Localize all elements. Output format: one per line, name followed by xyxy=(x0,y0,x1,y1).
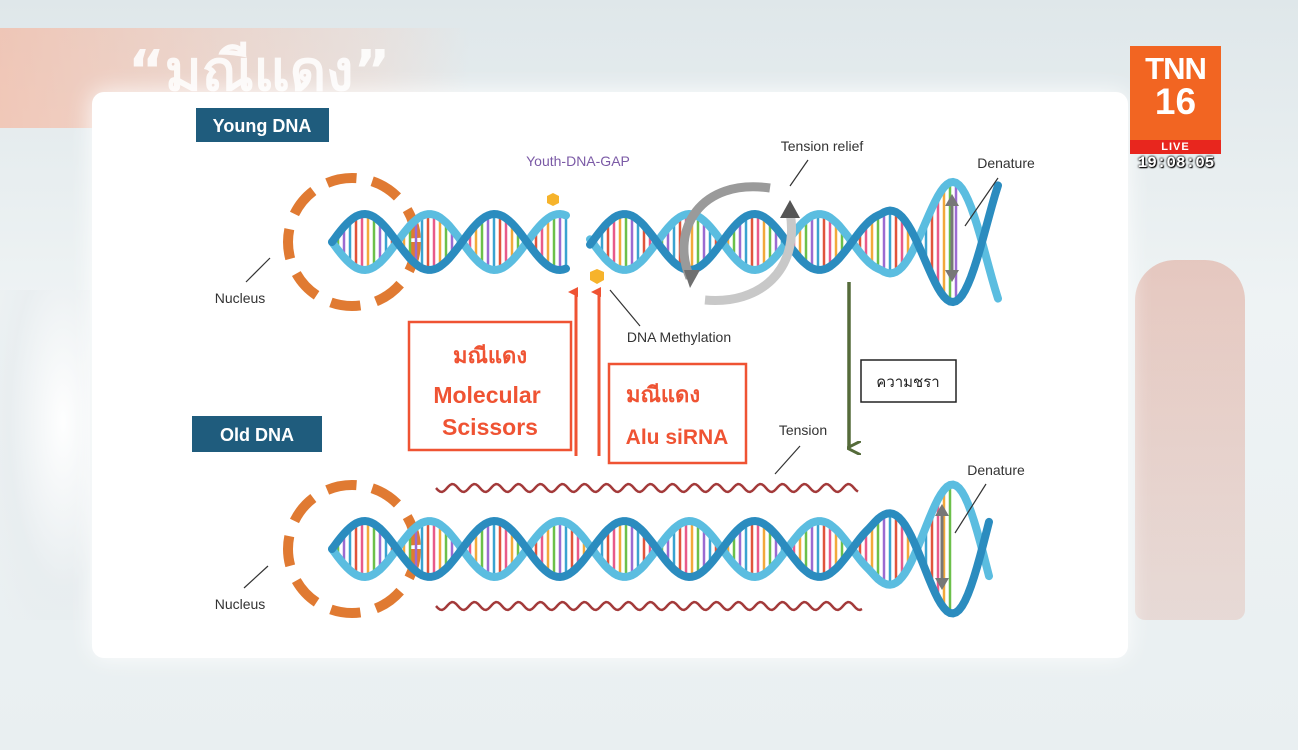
methylation-hexagon-bottom xyxy=(590,269,604,284)
scissors-box-line3: Scissors xyxy=(442,414,538,440)
scissors-box-thai: มณีแดง xyxy=(453,344,527,369)
tension-wave-bottom xyxy=(435,600,863,612)
aging-label: ความชรา xyxy=(876,373,939,391)
nucleus-top-leader xyxy=(245,257,271,283)
young-dna-helix xyxy=(328,177,1002,307)
tension-relief-arrowhead-left xyxy=(684,270,700,288)
live-badge: LIVE xyxy=(1130,140,1221,154)
dna-methylation-label: DNA Methylation xyxy=(627,329,731,345)
tension-relief-arc-back xyxy=(679,182,771,280)
old-dna-label: Old DNA xyxy=(220,425,294,445)
dna-strand xyxy=(328,509,993,618)
presenter-left-blur xyxy=(0,290,90,620)
tension-relief-arrowhead-right xyxy=(780,200,800,218)
channel-logo: TNN 16 xyxy=(1130,46,1221,140)
nucleus-top-label: Nucleus xyxy=(215,290,266,306)
old-dna-helix xyxy=(328,480,993,618)
tension-wave-top xyxy=(435,482,859,494)
nucleus-bottom-label: Nucleus xyxy=(215,596,266,612)
channel-number: 16 xyxy=(1154,81,1197,122)
dna-strand xyxy=(328,480,993,589)
tension-label: Tension xyxy=(779,422,827,438)
denature-top-label: Denature xyxy=(977,155,1035,171)
channel-name: TNN xyxy=(1145,51,1207,86)
tension-relief-leader xyxy=(789,159,809,187)
denature-bottom-label: Denature xyxy=(967,462,1025,478)
nucleus-bottom-leader xyxy=(243,565,269,589)
youth-dna-gap-label: Youth-DNA-GAP xyxy=(526,153,630,169)
alu-box xyxy=(607,362,748,465)
tension-leader xyxy=(774,445,801,475)
broadcast-clock: 19:08:05 xyxy=(1137,154,1215,172)
tension-relief-label: Tension relief xyxy=(781,138,864,154)
alu-box-line2: Alu siRNA xyxy=(626,426,729,449)
denature-top-leader xyxy=(964,177,999,227)
dna-strand xyxy=(328,177,1002,303)
dna-methylation-leader xyxy=(609,289,641,327)
presenter-right-blur xyxy=(1135,260,1245,620)
dna-strand xyxy=(328,181,1002,307)
aging-box xyxy=(860,359,957,403)
young-dna-label-box xyxy=(196,108,329,142)
alu-box-thai: มณีแดง xyxy=(626,383,700,408)
young-dna-label: Young DNA xyxy=(213,116,312,136)
denature-bottom-leader xyxy=(954,483,987,534)
tension-relief-arc-front xyxy=(704,211,796,305)
scissors-box xyxy=(407,320,573,452)
old-dna-label-box xyxy=(192,416,322,452)
methylation-hexagon-top xyxy=(547,193,559,206)
scissors-box-line2: Molecular xyxy=(433,382,540,408)
